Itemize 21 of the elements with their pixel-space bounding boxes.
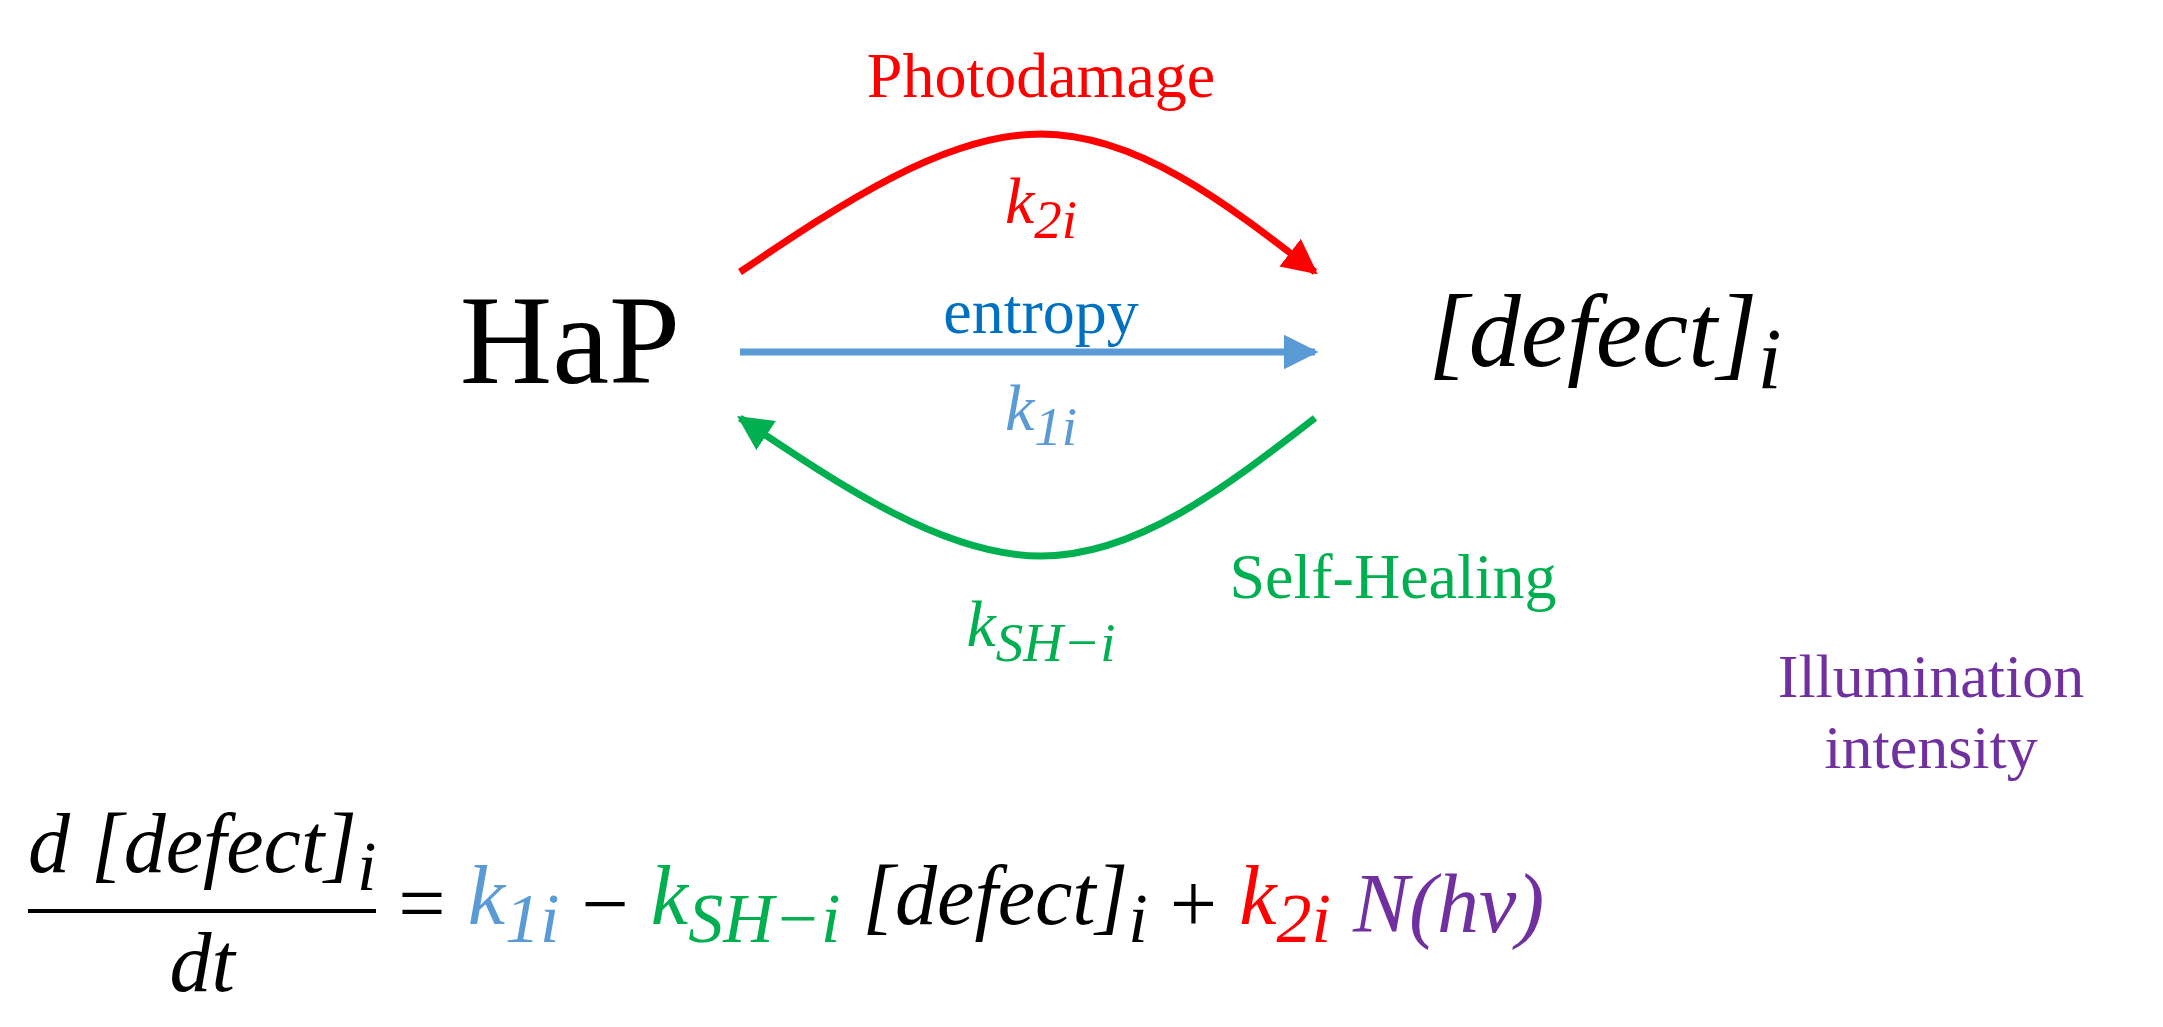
arrow	[738, 130, 1318, 275]
annotation-text: Illumination intensity	[1776, 640, 2086, 783]
rate-constant: k$_{SH−i}$	[966, 586, 1116, 674]
equation-term: −	[581, 859, 629, 948]
equation-term: N(hν)	[1352, 859, 1545, 948]
equation-term: k$_{1i}$	[467, 852, 560, 956]
rate-constant: k$_{2i}$	[1004, 163, 1078, 251]
equation-term: +	[1169, 859, 1218, 948]
edge-label: entropy	[943, 275, 1139, 349]
rate-constant: k$_{1i}$	[1004, 370, 1078, 458]
edge-label: Photodamage	[866, 39, 1216, 113]
arrow	[737, 415, 1318, 560]
equation-term: =	[398, 859, 446, 948]
equation-term: dt	[169, 919, 235, 1008]
node-label: HaP	[459, 267, 681, 413]
equation-term: d [defect]$_{i}$	[28, 800, 377, 904]
equation-term: k$_{2i}$	[1239, 852, 1331, 956]
edge-label: Self-Healing	[1229, 540, 1557, 614]
defect-concentration-term: [defect]$_{i}$	[1428, 272, 1782, 409]
equation-term: [defect]$_{i}$	[862, 852, 1148, 956]
equation-term: k$_{SH−i}$	[650, 852, 841, 956]
